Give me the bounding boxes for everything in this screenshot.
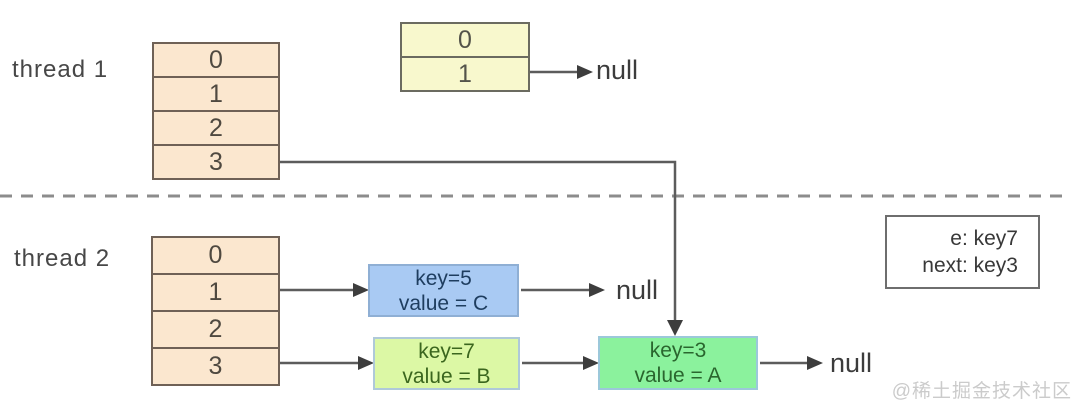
- array-cell: 0: [208, 241, 223, 269]
- arrowhead-right-icon: [577, 65, 593, 79]
- pointer-state-box: e: key7 next: key3: [885, 215, 1040, 289]
- yellow-new-table: 0 1: [400, 22, 530, 92]
- node-key-line: key=5: [415, 266, 472, 290]
- array-cell: 2: [154, 110, 278, 144]
- array-cell: 2: [153, 310, 278, 347]
- arrowhead-down-icon: [667, 320, 683, 336]
- arrowhead-right-icon: [807, 356, 823, 370]
- node-value-line: value = A: [634, 364, 722, 387]
- node-key7: key=7 value = B: [373, 337, 520, 390]
- array-cell: 3: [153, 347, 278, 384]
- thread2-bucket-array: 0 1 2 3: [151, 236, 280, 386]
- node-key3: key=3 value = A: [598, 336, 758, 390]
- array-cell: 1: [153, 273, 278, 310]
- thread2-label: thread 2: [14, 245, 111, 272]
- null-label: null: [616, 275, 659, 305]
- arrowhead-right-icon: [583, 356, 599, 370]
- arrowhead-right-icon: [358, 356, 374, 370]
- array-cell: 3: [154, 144, 278, 178]
- arrowhead-right-icon: [353, 283, 369, 297]
- pointer-e-line: e: key7: [950, 227, 1018, 250]
- thread1-cell3-to-key3-connector: [280, 160, 677, 320]
- watermark: @稀土掘金技术社区: [891, 381, 1072, 402]
- array-cell: 1: [154, 76, 278, 110]
- node-value-line: value = C: [398, 291, 489, 315]
- array-cell: 0: [458, 25, 472, 54]
- node-key5: key=5 value = C: [368, 264, 519, 317]
- null-label: null: [830, 348, 873, 378]
- arrowhead-right-icon: [589, 283, 605, 297]
- null-label: null: [596, 55, 639, 85]
- node-key-line: key=3: [649, 339, 707, 362]
- node-key-line: key=7: [418, 339, 475, 363]
- thread1-bucket-array: 0 1 2 3: [152, 42, 280, 180]
- thread1-label: thread 1: [12, 56, 109, 83]
- array-cell: 0: [209, 45, 223, 74]
- array-cell: 1: [402, 56, 528, 90]
- node-value-line: value = B: [402, 364, 491, 388]
- pointer-next-line: next: key3: [922, 254, 1018, 277]
